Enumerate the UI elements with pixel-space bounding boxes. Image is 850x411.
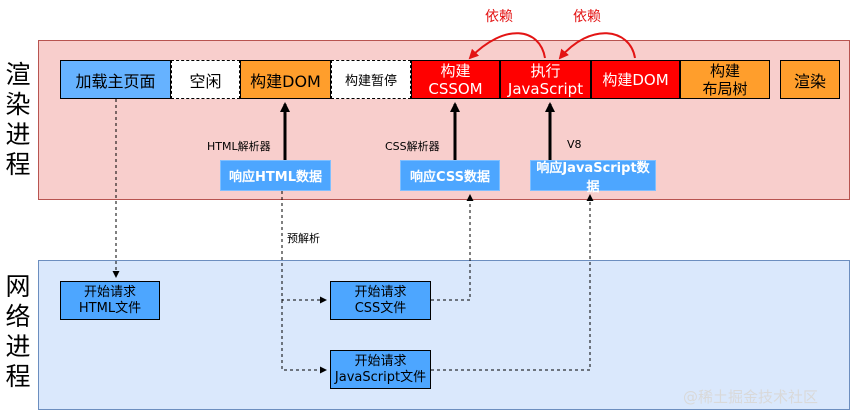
build-dom-box-1: 构建DOM — [240, 60, 331, 99]
html-response-box: 响应HTML数据 — [220, 160, 331, 191]
js-request-to-response-connector — [431, 194, 594, 371]
preparse-label: 预解析 — [287, 232, 320, 245]
network-process-region — [38, 260, 850, 410]
html-request-box: 开始请求 HTML文件 — [60, 281, 160, 320]
render-process-label: 渲染 进程 — [5, 60, 31, 179]
preparse-to-js-request-connector — [281, 300, 327, 374]
load-main-page-box: 加载主页面 — [60, 60, 171, 99]
network-process-label: 网络 进程 — [5, 272, 31, 391]
idle-box: 空闲 — [171, 60, 240, 99]
v8-label: V8 — [567, 138, 582, 151]
render-box: 渲染 — [780, 60, 840, 99]
build-cssom-box: 构建 CSSOM — [411, 60, 500, 99]
execute-javascript-box: 执行 JavaScript — [500, 60, 591, 99]
watermark-text: @稀土掘金技术社区 — [683, 388, 819, 406]
build-dom-box-2: 构建DOM — [591, 60, 680, 99]
dependency-arrow-1 — [468, 32, 546, 60]
js-response-box: 响应JavaScript数据 — [530, 160, 656, 195]
html-parser-label: HTML解析器 — [207, 140, 271, 153]
build-layout-tree-box: 构建 布局树 — [680, 60, 770, 99]
css-request-box: 开始请求 CSS文件 — [330, 281, 431, 320]
js-request-box: 开始请求 JavaScript文件 — [330, 350, 431, 389]
css-request-to-response-connector — [431, 194, 474, 301]
preparse-to-css-request-connector — [281, 191, 327, 304]
css-response-box: 响应CSS数据 — [400, 160, 500, 191]
css-parser-label: CSS解析器 — [385, 140, 440, 153]
dependency-arrow-2 — [558, 32, 636, 60]
build-paused-box: 构建暂停 — [331, 60, 411, 99]
dependency-label-2: 依赖 — [573, 9, 601, 25]
dependency-label-1: 依赖 — [485, 9, 513, 25]
